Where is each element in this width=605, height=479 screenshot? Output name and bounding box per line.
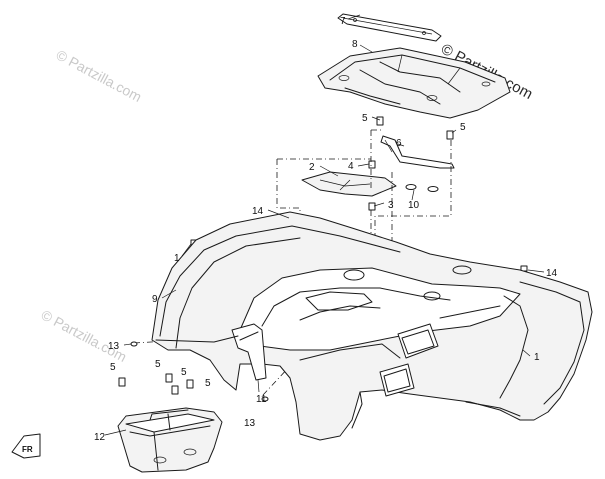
callout-9: 9 — [152, 294, 158, 305]
callout-11: 11 — [256, 394, 267, 405]
callout-5: 5 — [110, 362, 116, 373]
front-marker-label: FR — [22, 445, 33, 454]
callout-14: 14 — [546, 268, 558, 279]
part-12-tool-box — [117, 407, 223, 473]
hardware-bottom — [118, 341, 269, 402]
part-9-rear-fender — [151, 211, 593, 441]
callout-13: 13 — [244, 418, 256, 429]
watermark-faint: © Partzilla.com — [39, 307, 130, 365]
callout-12: 12 — [94, 432, 106, 443]
callout-5: 5 — [205, 378, 211, 389]
watermark-faint: © Partzilla.com — [54, 47, 145, 105]
callout-5: 5 — [155, 359, 161, 370]
callout-5: 5 — [460, 122, 466, 133]
callouts: 7 8 5 5 6 2 4 3 10 14 1 14 9 1 13 5 5 5 … — [94, 16, 558, 443]
callout-8: 8 — [352, 39, 358, 50]
callout-5: 5 — [181, 367, 187, 378]
part-8-cover — [317, 47, 511, 119]
callout-5: 5 — [362, 113, 368, 124]
part-6-bracket — [380, 135, 455, 169]
callout-7: 7 — [340, 16, 346, 27]
callout-10: 10 — [408, 200, 420, 211]
callout-2: 2 — [309, 162, 315, 173]
callout-4: 4 — [348, 161, 354, 172]
front-marker-icon: FR — [11, 433, 41, 459]
callout-3: 3 — [388, 200, 394, 211]
callout-13: 13 — [108, 341, 120, 352]
part-2-plate — [301, 171, 397, 197]
leader-lines — [104, 14, 545, 436]
callout-1: 1 — [534, 352, 540, 363]
callout-14: 14 — [252, 206, 264, 217]
callout-6: 6 — [396, 138, 402, 149]
part-7-strip — [337, 13, 442, 42]
callout-1: 1 — [174, 253, 180, 264]
